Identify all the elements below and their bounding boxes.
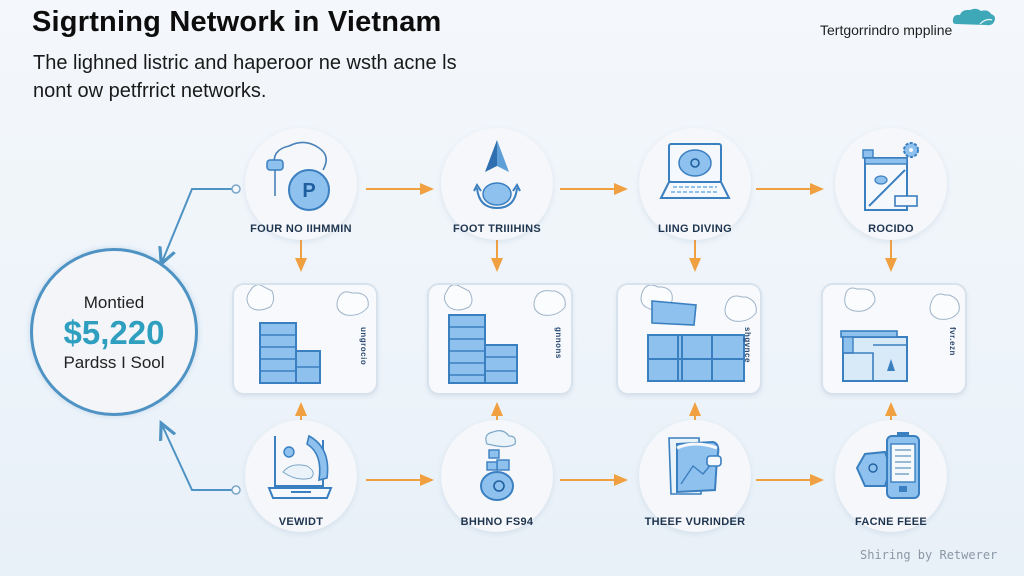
- wallet-icon: [668, 437, 722, 495]
- box-middle-4-side-text: fvr.ezn: [948, 327, 957, 356]
- server-stack-icon: [443, 285, 566, 384]
- hub-amount: $5,220: [63, 314, 165, 351]
- box-middle-3-side-text: shgvnce: [743, 327, 752, 363]
- node-bottom-3-label: THEEF VURINDER: [644, 516, 746, 528]
- hub-link-bottom: [162, 425, 241, 495]
- node-top-4[interactable]: [835, 128, 947, 240]
- footer-credit: Shiring by Retwerer: [860, 548, 998, 562]
- user-parking-icon: P: [266, 141, 330, 211]
- hub-summary-circle: Montied $5,220 Pardss I Sool: [30, 248, 198, 416]
- box-middle-1[interactable]: ungrocio: [232, 283, 378, 395]
- robot-cloud-icon: [480, 430, 516, 501]
- device-icon: [267, 434, 333, 499]
- mobile-tag-icon: [855, 432, 920, 499]
- node-bottom-4-label: FACNE FEEE: [854, 516, 928, 528]
- cloud-logo-icon: [952, 8, 995, 26]
- laptop-icon: [659, 143, 731, 199]
- box-middle-1-side-text: ungrocio: [359, 327, 368, 366]
- node-top-2[interactable]: [441, 128, 553, 240]
- node-top-2-label: FOOT TRIIIHINS: [453, 223, 541, 235]
- node-top-1[interactable]: P: [245, 128, 357, 240]
- node-top-4-label: ROCIDO: [868, 223, 914, 235]
- node-bottom-2[interactable]: [441, 420, 553, 532]
- floorplan-icon: [840, 287, 960, 382]
- brand-name: Tertgorrindro mppline: [820, 22, 953, 38]
- node-top-3[interactable]: [639, 128, 751, 240]
- node-bottom-2-label: BHHNO FS94: [460, 516, 534, 528]
- box-middle-3[interactable]: shgvnce: [616, 283, 762, 395]
- server-stack-icon: [246, 285, 369, 384]
- node-bottom-1[interactable]: [245, 420, 357, 532]
- box-middle-4[interactable]: fvr.ezn: [821, 283, 967, 395]
- navigation-arrow-icon: [473, 140, 521, 210]
- grid-panels-icon: [640, 285, 757, 382]
- node-bottom-4[interactable]: [835, 420, 947, 532]
- document-gear-icon: [862, 142, 919, 211]
- page-title: Sigrtning Network in Vietnam: [32, 6, 442, 38]
- hub-label-top: Montied: [83, 293, 145, 312]
- hub-label-bottom: Pardss I Sool: [63, 353, 165, 372]
- box-middle-2[interactable]: gnnons: [427, 283, 573, 395]
- svg-text:P: P: [302, 180, 315, 202]
- node-bottom-3[interactable]: [639, 420, 751, 532]
- box-middle-2-side-text: gnnons: [554, 327, 563, 359]
- hub-link-top: [162, 184, 241, 262]
- page-subtitle: The lighned listric and haperoor ne wsth…: [33, 52, 457, 102]
- node-bottom-1-label: VEWIDT: [278, 516, 324, 528]
- node-top-1-label: FOUR NO IIHMMIN: [250, 223, 352, 235]
- node-top-3-label: LIING DIVING: [658, 223, 732, 235]
